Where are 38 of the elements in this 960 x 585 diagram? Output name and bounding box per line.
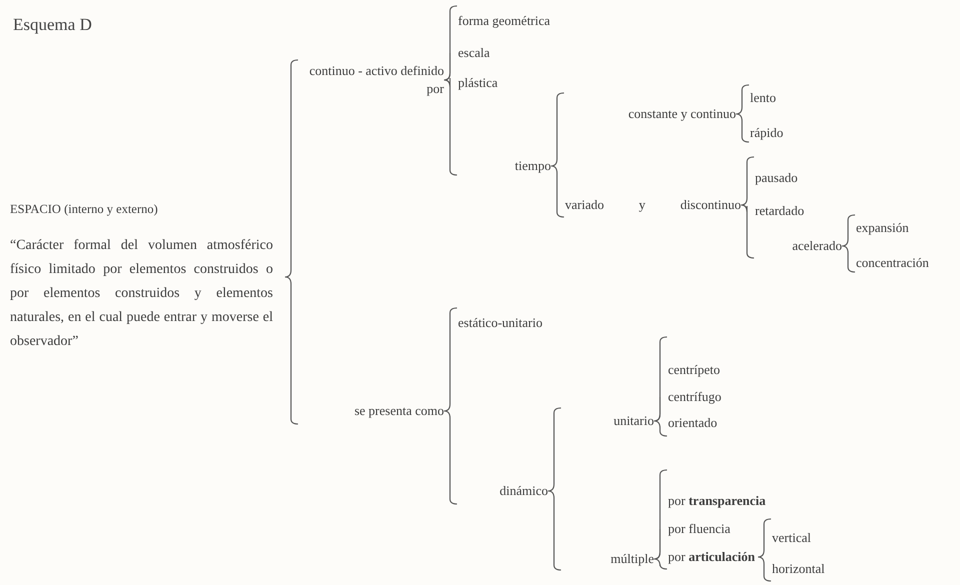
definition-text: “Carácter formal del volumen atmosférico físico limitado por elementos construidos o por elementos construidos y elementos naturales, en el cual puede entrar y moverse el observador” — [10, 237, 273, 351]
node-text: se presenta como — [299, 402, 444, 420]
node-text: lento — [750, 89, 776, 107]
node-text: dinámico — [458, 482, 548, 500]
node-text: orientado — [668, 414, 718, 432]
node-text: plástica — [458, 74, 498, 92]
brace — [654, 529, 661, 560]
node-text: pausado — [755, 169, 798, 187]
node-text: por articulación — [668, 548, 758, 566]
node-text: acelerado — [755, 237, 842, 255]
node-text: estático-unitario — [458, 314, 542, 332]
node-text: por fluencia — [668, 520, 730, 538]
node-text: centrípeto — [668, 361, 720, 379]
node-text: unitario — [562, 412, 654, 430]
node-text: centrífugo — [668, 388, 722, 406]
node-text: forma geométrica — [458, 12, 550, 30]
node-text: escala — [458, 44, 490, 62]
brace — [740, 156, 754, 206]
brace — [444, 53, 451, 81]
node-text: tiempo — [458, 157, 551, 175]
node-text: expansión — [856, 219, 909, 237]
heading: ESPACIO (interno y externo) — [10, 201, 159, 218]
node-text: múltiple — [562, 550, 654, 568]
node-text: rápido — [750, 124, 784, 142]
title: Esquema D — [13, 14, 92, 36]
node-text: variado y discontinuo — [565, 196, 741, 214]
node-text: retardado — [755, 202, 804, 220]
brace — [654, 397, 661, 422]
node-text: continuo - activo definido por — [302, 62, 444, 98]
node-text: por transparencia — [668, 492, 766, 510]
node-text: concentración — [856, 254, 929, 272]
brace — [736, 113, 750, 143]
node-text: constante y continuo — [565, 105, 736, 123]
brace — [654, 420, 668, 437]
node-text: vertical — [772, 529, 811, 547]
brace — [758, 556, 772, 582]
brace — [654, 558, 668, 570]
node-text: horizontal — [772, 560, 825, 578]
